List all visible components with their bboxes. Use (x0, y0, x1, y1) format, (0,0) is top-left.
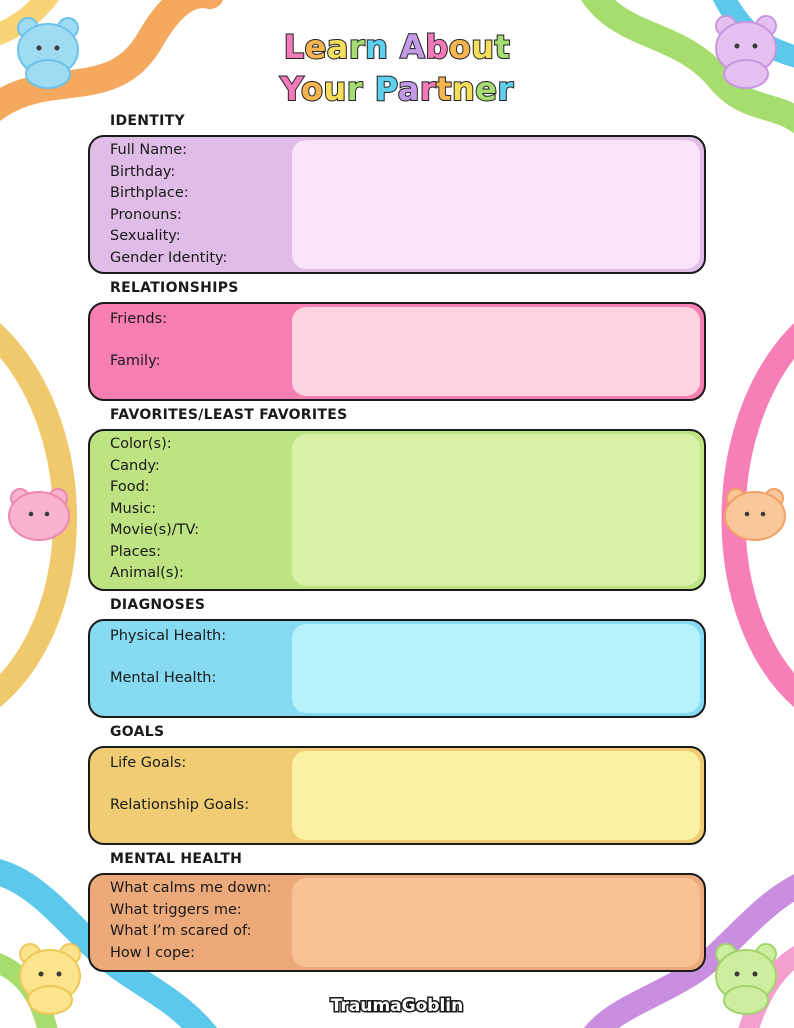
title-letter: Y (279, 69, 301, 109)
field-label: Color(s): (110, 436, 172, 452)
mental-health-card: What calms me down: What triggers me: Wh… (88, 873, 706, 972)
title-letter: r (346, 69, 364, 109)
section-heading-identity: IDENTITY (110, 113, 185, 129)
field-label: Mental Health: (110, 670, 217, 686)
section-heading-relationships: RELATIONSHIPS (110, 280, 239, 296)
field-label: How I cope: (110, 944, 195, 961)
field-label: Pronouns: (110, 206, 182, 223)
title-letter: o (300, 69, 324, 109)
field-label: Places: (110, 543, 161, 560)
field-label: Friends: (110, 311, 168, 327)
brand-footer: TraumaGoblin (329, 995, 464, 1018)
favorites-card: Color(s): Candy: Food: Music: Movie(s)/T… (88, 429, 706, 591)
field-label: Birthday: (110, 163, 176, 180)
favorites-answer-area[interactable] (292, 434, 700, 586)
gummy-bear-yellow-icon (19, 943, 81, 1015)
relationships-card: Friends: Family: (88, 302, 706, 401)
section-heading-mental-health: MENTAL HEALTH (110, 851, 243, 867)
gummy-bear-green-icon (715, 943, 777, 1015)
identity-answer-area[interactable] (292, 140, 700, 269)
title-letter: a (326, 27, 350, 67)
title-letter: L (283, 27, 305, 67)
title-letter: u (322, 69, 347, 109)
title-letter: n (364, 27, 389, 67)
title-letter (363, 70, 375, 108)
field-label: Gender Identity: (110, 249, 228, 266)
field-label: Sexuality: (110, 228, 181, 244)
title-letter: n (451, 69, 476, 109)
field-label: Food: (110, 479, 150, 495)
title-letter: o (448, 27, 472, 67)
field-label: Music: (110, 500, 157, 517)
relationships-answer-area[interactable] (292, 307, 700, 396)
page-title-line-1: Learn About (0, 27, 794, 67)
title-letter: r (348, 27, 366, 67)
title-letter: t (435, 69, 452, 109)
title-letter: a (397, 69, 421, 109)
field-label: Animal(s): (110, 565, 184, 581)
section-heading-goals: GOALS (110, 724, 165, 740)
title-letter: t (494, 27, 511, 67)
title-letter (388, 28, 400, 66)
mental-health-answer-area[interactable] (292, 878, 700, 967)
field-label: Full Name: (110, 142, 188, 158)
title-letter: b (424, 27, 449, 67)
title-letter: P (374, 69, 399, 109)
field-label: Life Goals: (110, 755, 187, 771)
title-letter: e (474, 69, 498, 109)
field-label: Physical Health: (110, 628, 227, 644)
title-letter: A (399, 27, 426, 67)
section-heading-favorites: FAVORITES/LEAST FAVORITES (110, 407, 348, 423)
gummy-bear-blue-icon (17, 17, 79, 89)
field-label: Movie(s)/TV: (110, 522, 200, 538)
title-letter: r (496, 69, 514, 109)
section-heading-diagnoses: DIAGNOSES (110, 597, 206, 613)
field-label: Family: (110, 353, 161, 369)
field-label: What I’m scared of: (110, 923, 252, 939)
identity-card: Full Name: Birthday: Birthplace: Pronoun… (88, 135, 706, 274)
diagnoses-card: Physical Health: Mental Health: (88, 619, 706, 718)
page-title-line-2: Your Partner (0, 69, 794, 109)
field-label: What triggers me: (110, 901, 242, 918)
field-label: Relationship Goals: (110, 797, 250, 813)
goals-card: Life Goals: Relationship Goals: (88, 746, 706, 845)
field-label: Birthplace: (110, 185, 189, 201)
field-label: What calms me down: (110, 880, 272, 896)
diagnoses-answer-area[interactable] (292, 624, 700, 713)
gummy-bear-lavender-icon (715, 15, 777, 89)
title-letter: r (419, 69, 437, 109)
gummy-bear-orange-icon (724, 488, 786, 541)
title-letter: e (304, 27, 328, 67)
title-letter: u (470, 27, 495, 67)
field-label: Candy: (110, 457, 160, 474)
goals-answer-area[interactable] (292, 751, 700, 840)
gummy-bear-pink-icon (8, 488, 70, 541)
